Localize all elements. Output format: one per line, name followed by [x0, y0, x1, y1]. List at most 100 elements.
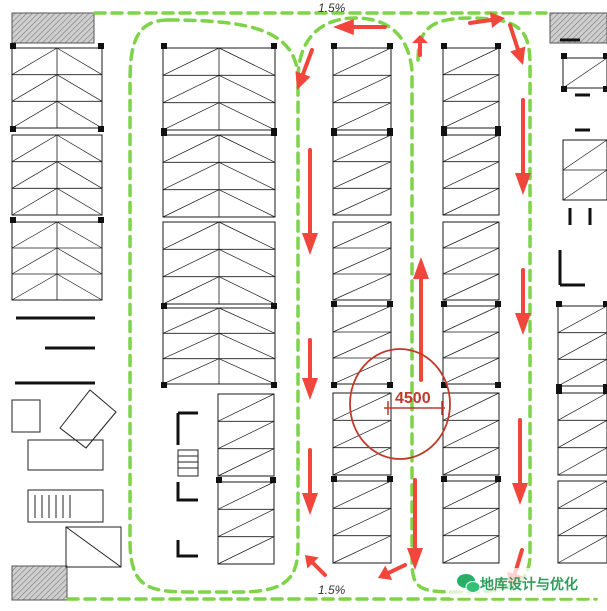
column-marker	[161, 130, 167, 136]
direction-arrow	[302, 448, 318, 515]
column-marker	[495, 43, 501, 49]
column-marker	[216, 477, 222, 483]
stall-block	[332, 221, 392, 301]
stall-block	[442, 392, 500, 476]
stall-block	[331, 476, 393, 564]
stall-block	[441, 301, 501, 388]
column-marker	[161, 303, 167, 309]
column-marker	[10, 126, 16, 132]
stall-block	[332, 392, 392, 476]
direction-arrow	[413, 257, 429, 382]
direction-arrow	[512, 418, 528, 505]
column-marker	[495, 301, 501, 307]
direction-arrow	[508, 23, 526, 65]
column-marker	[270, 477, 276, 483]
column-marker	[331, 130, 337, 136]
stall-block	[561, 53, 607, 92]
column-marker	[331, 301, 337, 307]
column-marker	[556, 388, 562, 394]
column-marker	[387, 43, 393, 49]
direction-arrow	[295, 48, 314, 90]
stall-block	[441, 130, 501, 216]
watermark: 地库设计与优化	[450, 568, 600, 598]
column-marker	[441, 43, 447, 49]
slope-label-bottom: 1.5%	[318, 583, 346, 597]
direction-arrow	[515, 268, 531, 335]
column-marker	[495, 130, 501, 136]
corner-block-bl	[11, 565, 68, 601]
column-marker	[98, 43, 104, 49]
stall-block	[10, 217, 104, 301]
direction-arrow	[412, 35, 428, 57]
direction-arrow	[407, 478, 423, 570]
column-marker	[331, 476, 337, 482]
stall-block	[331, 301, 393, 388]
column-marker	[561, 53, 567, 59]
stall-block	[441, 43, 501, 132]
column-marker	[441, 130, 447, 136]
stall-block	[562, 139, 607, 201]
column-marker	[271, 303, 277, 309]
column-marker	[331, 382, 337, 388]
column-marker	[441, 476, 447, 482]
column-marker	[10, 43, 16, 49]
column-marker	[603, 86, 607, 92]
stall-block	[162, 221, 276, 305]
column-marker	[603, 53, 607, 59]
stall-block	[556, 388, 607, 476]
column-marker	[387, 382, 393, 388]
walls	[15, 38, 592, 558]
column-marker	[495, 476, 501, 482]
stall-block	[442, 221, 500, 301]
slope-label-top: 1.5%	[318, 1, 346, 15]
column-marker	[98, 217, 104, 223]
dimension-label: 4500	[395, 390, 431, 407]
corner-block-tl	[11, 12, 95, 44]
direction-arrow	[333, 19, 387, 35]
column-marker	[441, 301, 447, 307]
column-marker	[603, 388, 607, 394]
stall-block	[11, 134, 103, 216]
column-marker	[603, 384, 607, 390]
column-marker	[161, 382, 167, 388]
stall-block	[161, 303, 277, 388]
column-marker	[441, 126, 447, 132]
wechat-icon	[457, 574, 481, 593]
stall-block	[556, 301, 607, 390]
direction-arrow	[378, 563, 407, 581]
column-marker	[271, 43, 277, 49]
dimension-callout: 4500	[349, 348, 451, 460]
direction-arrow	[302, 148, 318, 255]
column-marker	[331, 43, 337, 49]
direction-arrow	[515, 98, 531, 195]
stall-block	[161, 130, 277, 218]
column-marker	[556, 301, 562, 307]
watermark-text: 地库设计与优化	[480, 576, 578, 592]
column-marker	[10, 217, 16, 223]
stall-block	[10, 43, 104, 132]
column-marker	[441, 382, 447, 388]
column-marker	[495, 382, 501, 388]
column-marker	[387, 130, 393, 136]
driving-route	[66, 11, 598, 601]
column-marker	[561, 86, 567, 92]
column-marker	[387, 476, 393, 482]
direction-arrow	[468, 12, 505, 28]
column-marker	[556, 384, 562, 390]
stall-block	[217, 393, 275, 477]
corner-block-tr	[549, 12, 607, 44]
column-marker	[161, 43, 167, 49]
stall-block	[441, 476, 501, 564]
stall-block	[331, 130, 393, 216]
column-marker	[603, 301, 607, 307]
parking-stalls	[10, 43, 607, 565]
column-marker	[495, 126, 501, 132]
column-marker	[271, 130, 277, 136]
stair-core	[11, 389, 199, 568]
column-marker	[271, 382, 277, 388]
column-marker	[387, 301, 393, 307]
column-marker	[98, 126, 104, 132]
stall-block	[331, 43, 393, 134]
stall-block	[557, 480, 607, 564]
